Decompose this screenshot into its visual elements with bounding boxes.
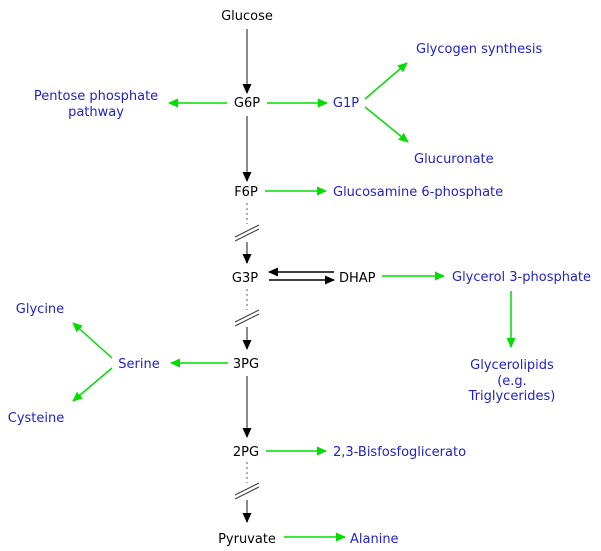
arrow-g1p-to-glycogen bbox=[364, 62, 408, 100]
arrow-g1p-to-glucuronate bbox=[364, 106, 409, 143]
label-bisphosphoglycerate: 2,3-Bisfosfoglicerato bbox=[333, 445, 466, 460]
pathway-break-icon bbox=[234, 224, 260, 242]
broken-arrow-2pg-to-pyruvate bbox=[234, 462, 260, 523]
node-pyruvate: Pyruvate bbox=[218, 532, 276, 547]
label-glycogen-synthesis: Glycogen synthesis bbox=[416, 42, 543, 57]
label-glycerolipids-line3: Triglycerides) bbox=[468, 389, 556, 404]
label-pentose-phosphate-line1: Pentose phosphate bbox=[34, 89, 158, 104]
node-dhap: DHAP bbox=[339, 271, 376, 286]
node-f6p: F6P bbox=[234, 185, 258, 200]
label-glycerol-3-phosphate: Glycerol 3-phosphate bbox=[452, 270, 591, 285]
arrow-serine-to-cysteine bbox=[72, 367, 113, 402]
label-cysteine: Cysteine bbox=[8, 411, 65, 426]
label-glucosamine-6-phosphate: Glucosamine 6-phosphate bbox=[333, 185, 503, 200]
label-pentose-phosphate-line2: pathway bbox=[68, 105, 124, 120]
pathway-break-icon bbox=[234, 309, 260, 327]
node-2pg: 2PG bbox=[233, 445, 259, 460]
arrow-serine-to-glycine bbox=[72, 322, 113, 359]
pathway-break-icon bbox=[234, 482, 260, 500]
node-3pg: 3PG bbox=[233, 357, 259, 372]
reversible-arrow-g3p-dhap bbox=[268, 267, 335, 285]
node-glucose: Glucose bbox=[221, 9, 273, 24]
broken-arrow-g3p-to-3pg bbox=[234, 289, 260, 350]
node-g6p: G6P bbox=[234, 96, 260, 111]
label-glycerolipids-line2: (e.g. bbox=[497, 374, 527, 389]
broken-arrow-f6p-to-g3p bbox=[234, 203, 260, 264]
node-g3p: G3P bbox=[232, 271, 258, 286]
label-glucuronate: Glucuronate bbox=[414, 152, 494, 167]
node-g1p: G1P bbox=[333, 96, 359, 111]
label-serine: Serine bbox=[118, 357, 159, 372]
label-glycerolipids-line1: Glycerolipids bbox=[470, 358, 554, 373]
label-glycine: Glycine bbox=[16, 302, 64, 317]
label-alanine: Alanine bbox=[350, 532, 399, 547]
